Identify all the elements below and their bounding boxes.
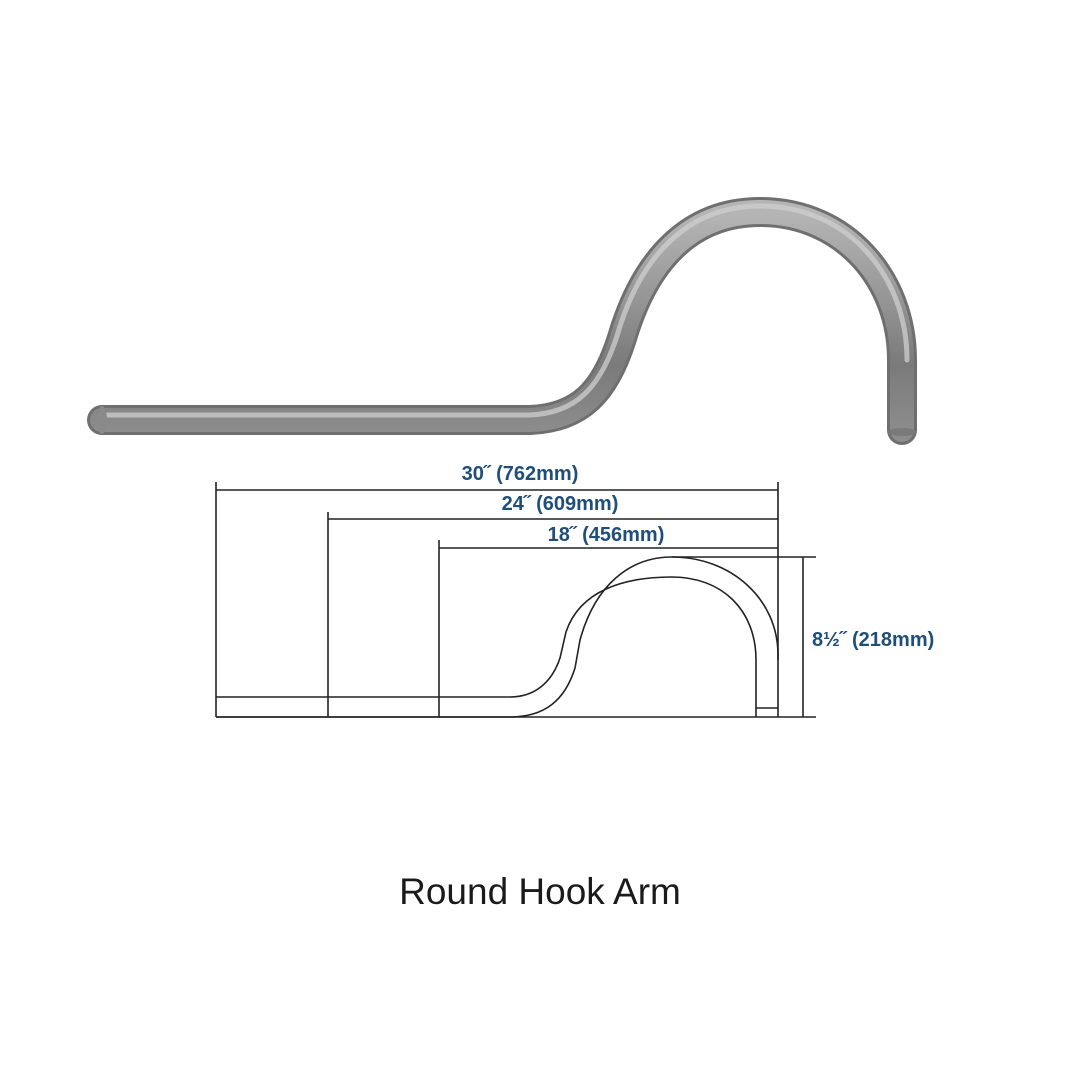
dimension-lines — [215, 482, 816, 717]
pipe-body — [87, 197, 917, 445]
dimension-labels: 30˝ (762mm) 24˝ (609mm) 18˝ (456mm) 8½˝ … — [462, 463, 935, 651]
label-middle: 24˝ (609mm) — [502, 493, 619, 515]
caption-title: Round Hook Arm — [399, 871, 681, 912]
pipe-highlight — [101, 203, 910, 418]
label-height: 8½˝ (218mm) — [812, 629, 934, 651]
pipe-illustration — [87, 197, 917, 445]
label-inner: 18˝ (456mm) — [548, 524, 665, 546]
pipe-outline-outer — [216, 556, 779, 718]
label-overall: 30˝ (762mm) — [462, 463, 579, 485]
pipe-end-bottom — [888, 428, 916, 436]
line-drawing — [216, 556, 816, 718]
pipe-end-left — [97, 406, 107, 434]
pipe-outline-inner — [216, 576, 757, 717]
pipe-shade — [90, 200, 914, 442]
